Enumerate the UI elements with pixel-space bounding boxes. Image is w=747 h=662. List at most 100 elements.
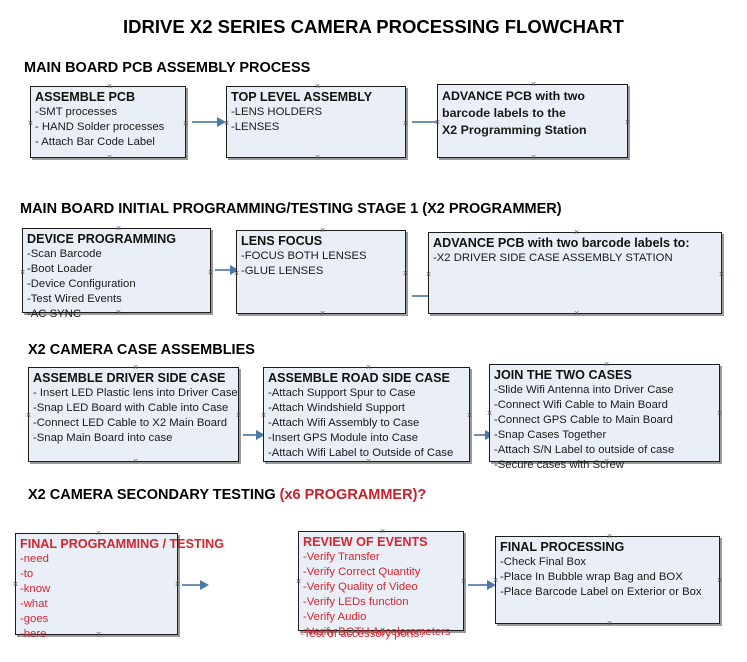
box-line: -AC SYNC	[27, 308, 81, 320]
connector-handle-top[interactable]	[606, 533, 613, 540]
box-line: - Insert LED Plastic lens into Driver Ca…	[33, 387, 238, 399]
connector-handle-left[interactable]	[260, 412, 267, 419]
box-line: -Attach Support Spur to Case	[268, 387, 416, 399]
box-line: -Attach Windshield Support	[268, 402, 405, 414]
box-line: -Verify Correct Quantity	[303, 566, 421, 578]
connector-handle-top[interactable]	[319, 227, 326, 234]
connector-handle-top[interactable]	[95, 530, 102, 537]
section-heading-main-board-initial-programming: MAIN BOARD INITIAL PROGRAMMING/TESTING S…	[20, 201, 562, 217]
box-line: -Snap Cases Together	[494, 429, 607, 441]
connector-handle-bottom[interactable]	[319, 310, 326, 317]
box-heading: FINAL PROGRAMMING / TESTING	[20, 537, 225, 551]
connector-handle-top[interactable]	[530, 81, 537, 88]
box-line: X2 Programming Station	[442, 123, 587, 137]
box-line: -Scan Barcode	[27, 248, 102, 260]
arrow-top-level-assembly-to-advance-pcb	[412, 117, 446, 127]
connector-handle-right[interactable]	[624, 119, 631, 126]
box-heading: ASSEMBLE DRIVER SIDE CASE	[33, 371, 226, 385]
box-line: -Snap LED Board with Cable into Case	[33, 402, 229, 414]
box-heading: ADVANCE PCB with two barcode labels to:	[433, 236, 690, 250]
section-heading-text: MAIN BOARD PCB ASSEMBLY PROCESS	[24, 60, 311, 76]
box-review-of-events[interactable]: REVIEW OF EVENTS -Verify Transfer -Verif…	[295, 528, 467, 638]
box-assemble-driver-side-case[interactable]: ASSEMBLE DRIVER SIDE CASE - Insert LED P…	[28, 367, 239, 462]
box-final-processing[interactable]: FINAL PROCESSING -Check Final Box -Place…	[495, 536, 720, 624]
box-heading: REVIEW OF EVENTS	[303, 535, 428, 549]
connector-handle-right[interactable]	[718, 271, 725, 278]
connector-handle-right[interactable]	[716, 410, 723, 417]
box-lens-focus[interactable]: LENS FOCUS -FOCUS BOTH LENSES -GLUE LENS…	[236, 230, 406, 314]
box-heading: ASSEMBLE PCB	[35, 90, 136, 104]
box-line: -Device Configuration	[27, 278, 136, 290]
connector-handle-right[interactable]	[235, 412, 242, 419]
connector-handle-bottom[interactable]	[573, 310, 580, 317]
box-line: -need	[20, 553, 49, 565]
connector-handle-left[interactable]	[12, 581, 19, 588]
connector-handle-top[interactable]	[365, 364, 372, 371]
connector-handle-bottom[interactable]	[606, 620, 613, 627]
connector-handle-right[interactable]	[402, 120, 409, 127]
box-line: -Insert GPS Module into Case	[268, 432, 419, 444]
box-line: -Connect GPS Cable to Main Board	[494, 414, 673, 426]
connector-handle-left[interactable]	[27, 120, 34, 127]
connector-handle-right[interactable]	[466, 412, 473, 419]
connector-handle-right[interactable]	[460, 578, 467, 585]
connector-handle-top[interactable]	[603, 361, 610, 368]
box-top-level-assembly[interactable]: TOP LEVEL ASSEMBLY -LENS HOLDERS -LENSES	[226, 86, 406, 158]
box-line: - Attach Bar Code Label	[35, 136, 155, 148]
box-advance-pcb-to-x2-programming-station[interactable]: ADVANCE PCB with two barcode labels to t…	[437, 84, 628, 158]
box-line: -Attach S/N Label to outside of case	[494, 444, 675, 456]
box-device-programming[interactable]: DEVICE PROGRAMMING -Scan Barcode -Boot L…	[19, 225, 214, 320]
box-heading: JOIN THE TWO CASES	[494, 368, 632, 382]
connector-handle-bottom[interactable]	[530, 154, 537, 161]
connector-handle-right[interactable]	[182, 120, 189, 127]
box-line: -Place In Bubble wrap Bag and BOX	[500, 571, 683, 583]
box-line: -Check Final Box	[500, 556, 587, 568]
connector-handle-left[interactable]	[486, 410, 493, 417]
connector-handle-right[interactable]	[716, 577, 723, 584]
box-line: -LENSES	[231, 121, 280, 133]
box-line: -Test Wired Events	[27, 293, 122, 305]
connector-handle-bottom[interactable]	[106, 154, 113, 161]
arrow-review-of-events-to-final-processing	[468, 580, 496, 590]
box-line: -what	[20, 598, 48, 610]
connector-handle-bottom[interactable]	[132, 458, 139, 465]
box-line: -Connect Wifi Cable to Main Board	[494, 399, 668, 411]
box-line: -Attach Wifi Assembly to Case	[268, 417, 420, 429]
box-line: -Secure cases with Screw	[494, 459, 624, 471]
box-final-programming-testing[interactable]: FINAL PROGRAMMING / TESTING -need -to -k…	[12, 530, 225, 640]
arrow-final-programming-to-review-of-events	[182, 580, 209, 590]
connector-handle-right[interactable]	[402, 270, 409, 277]
connector-handle-left[interactable]	[295, 578, 302, 585]
connector-handle-top[interactable]	[314, 83, 321, 90]
connector-handle-right[interactable]	[174, 581, 181, 588]
connector-handle-right[interactable]	[207, 269, 214, 276]
connector-handle-top[interactable]	[106, 83, 113, 90]
box-line: -X2 DRIVER SIDE CASE ASSEMBLY STATION	[433, 252, 673, 264]
box-assemble-road-side-case[interactable]: ASSEMBLE ROAD SIDE CASE -Attach Support …	[263, 367, 470, 462]
section-heading-text: MAIN BOARD INITIAL PROGRAMMING/TESTING S…	[20, 201, 562, 217]
section-heading-red-suffix: (x6 PROGRAMMER)?	[279, 487, 427, 503]
box-line: -goes	[20, 613, 49, 625]
box-heading: FINAL PROCESSING	[500, 540, 625, 554]
connector-handle-top[interactable]	[132, 364, 139, 371]
box-advance-pcb-to-driver-side-case-station[interactable]: ADVANCE PCB with two barcode labels to: …	[428, 232, 722, 314]
box-assemble-pcb[interactable]: ASSEMBLE PCB -SMT processes - HAND Solde…	[30, 86, 186, 158]
box-line: -Attach Wifi Label to Outside of Case	[268, 447, 454, 459]
box-line: -Snap Main Board into case	[33, 432, 173, 444]
box-line: barcode labels to the	[442, 106, 566, 120]
connector-handle-left[interactable]	[19, 269, 26, 276]
connector-handle-top[interactable]	[573, 229, 580, 236]
connector-handle-top[interactable]	[379, 528, 386, 535]
box-line: -Connect LED Cable to X2 Main Board	[33, 417, 228, 429]
connector-handle-top[interactable]	[115, 225, 122, 232]
box-join-the-two-cases[interactable]: JOIN THE TWO CASES -Slide Wifi Antenna i…	[486, 361, 723, 471]
connector-handle-bottom[interactable]	[314, 154, 321, 161]
connector-handle-left[interactable]	[425, 271, 432, 278]
connector-handle-left[interactable]	[25, 412, 32, 419]
box-line: -here	[20, 628, 47, 640]
box-line: -Boot Loader	[27, 263, 93, 275]
section-heading-x2-camera-case-assemblies: X2 CAMERA CASE ASSEMBLIES	[28, 342, 255, 358]
arrow-road-side-case-to-join-the-two-cases	[474, 430, 494, 440]
arrow-driver-side-case-to-road-side-case	[243, 430, 265, 440]
box-line: -Verify Transfer	[303, 551, 380, 563]
